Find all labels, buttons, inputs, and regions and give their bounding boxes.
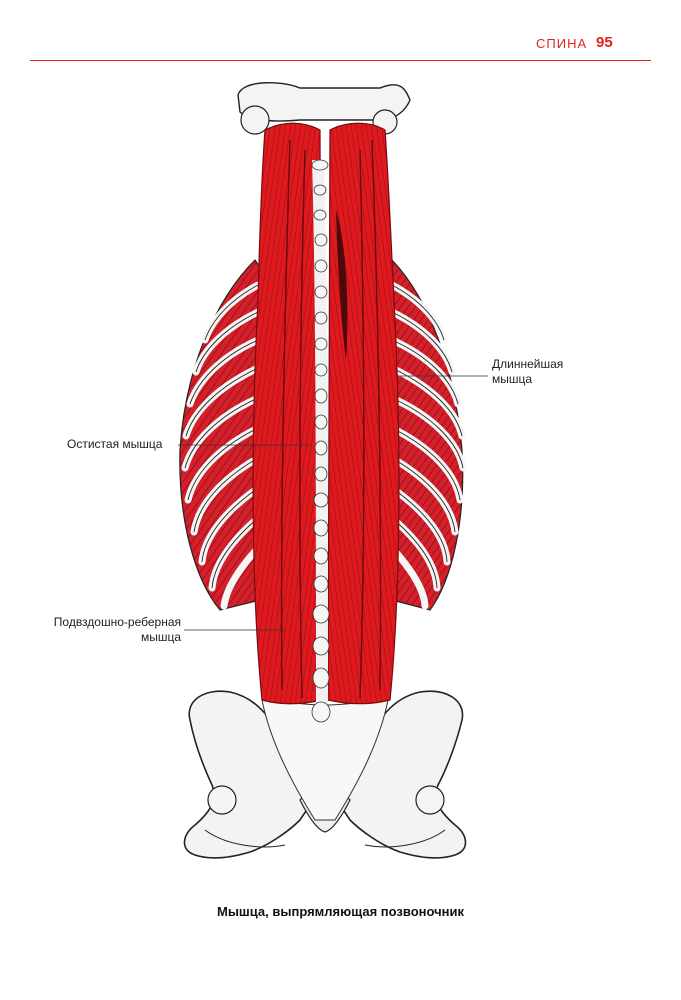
header-section-title: СПИНА [536,36,588,51]
erector-muscle-left [252,122,323,705]
label-iliocostalis: Подвздошно-реберная мышца [53,615,181,644]
vertebral-column [311,159,331,723]
label-spinalis: Остистая мышца [67,437,163,451]
leader-lines [178,375,488,631]
anatomy-illustration [178,81,488,859]
muscle-divisions [280,139,382,699]
rib-cage-right [387,258,467,611]
label-longissimus: Длиннейшая мышца [492,357,564,386]
rib-cage-left [179,259,263,611]
skull-base [237,81,411,135]
muscle-groove [336,210,348,360]
figure-caption: Мышца, выпрямляющая позвоночник [217,904,464,919]
page-number: 95 [596,34,613,51]
header-rule [30,60,651,61]
